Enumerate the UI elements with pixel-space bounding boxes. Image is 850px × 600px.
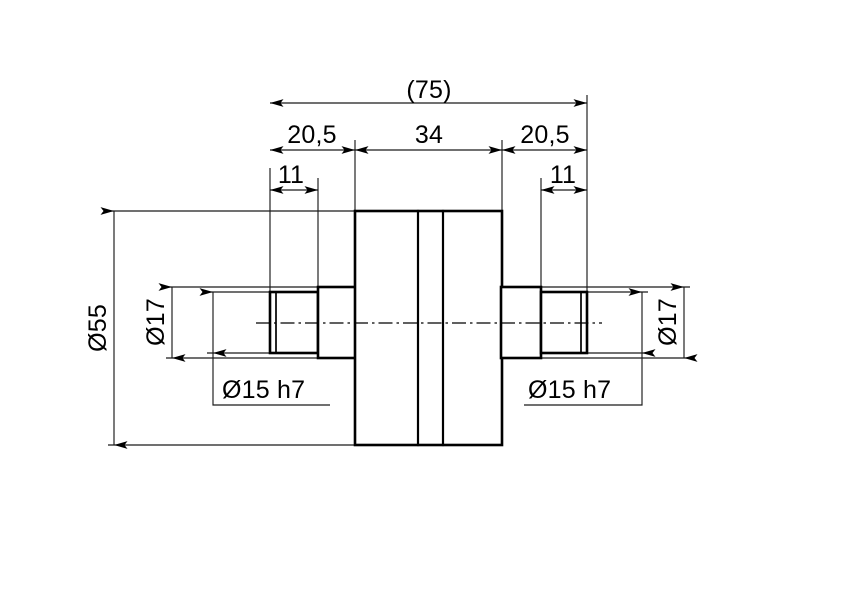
dim-label-body-diameter: Ø55: [84, 304, 112, 352]
dim-label-left-journal-diameter: Ø15 h7: [222, 376, 305, 404]
dim-label-body-length: 34: [415, 121, 443, 149]
dim-label-right-collar-diameter: Ø17: [654, 298, 682, 346]
main-body: [353, 209, 504, 447]
horizontal-dimensions: (75) 20,5 34 20,5 11 11: [270, 76, 587, 194]
dim-label-left-shoulder: 20,5: [287, 121, 336, 149]
part-geometry: [256, 209, 602, 447]
leader-left-journal-diameter: [212, 353, 330, 406]
dim-label-right-shoulder: 20,5: [520, 121, 569, 149]
dim-label-left-stub: 11: [278, 161, 304, 189]
dim-label-right-journal-diameter: Ø15 h7: [528, 376, 611, 404]
dim-label-overall-length: (75): [406, 76, 451, 104]
dim-label-right-stub: 11: [550, 161, 576, 189]
vertical-dimensions: Ø55 Ø17 Ø17 Ø15 h7 Ø15 h7: [84, 207, 698, 449]
dim-label-left-collar-diameter: Ø17: [142, 298, 170, 346]
leader-right-journal-diameter: [524, 353, 643, 406]
